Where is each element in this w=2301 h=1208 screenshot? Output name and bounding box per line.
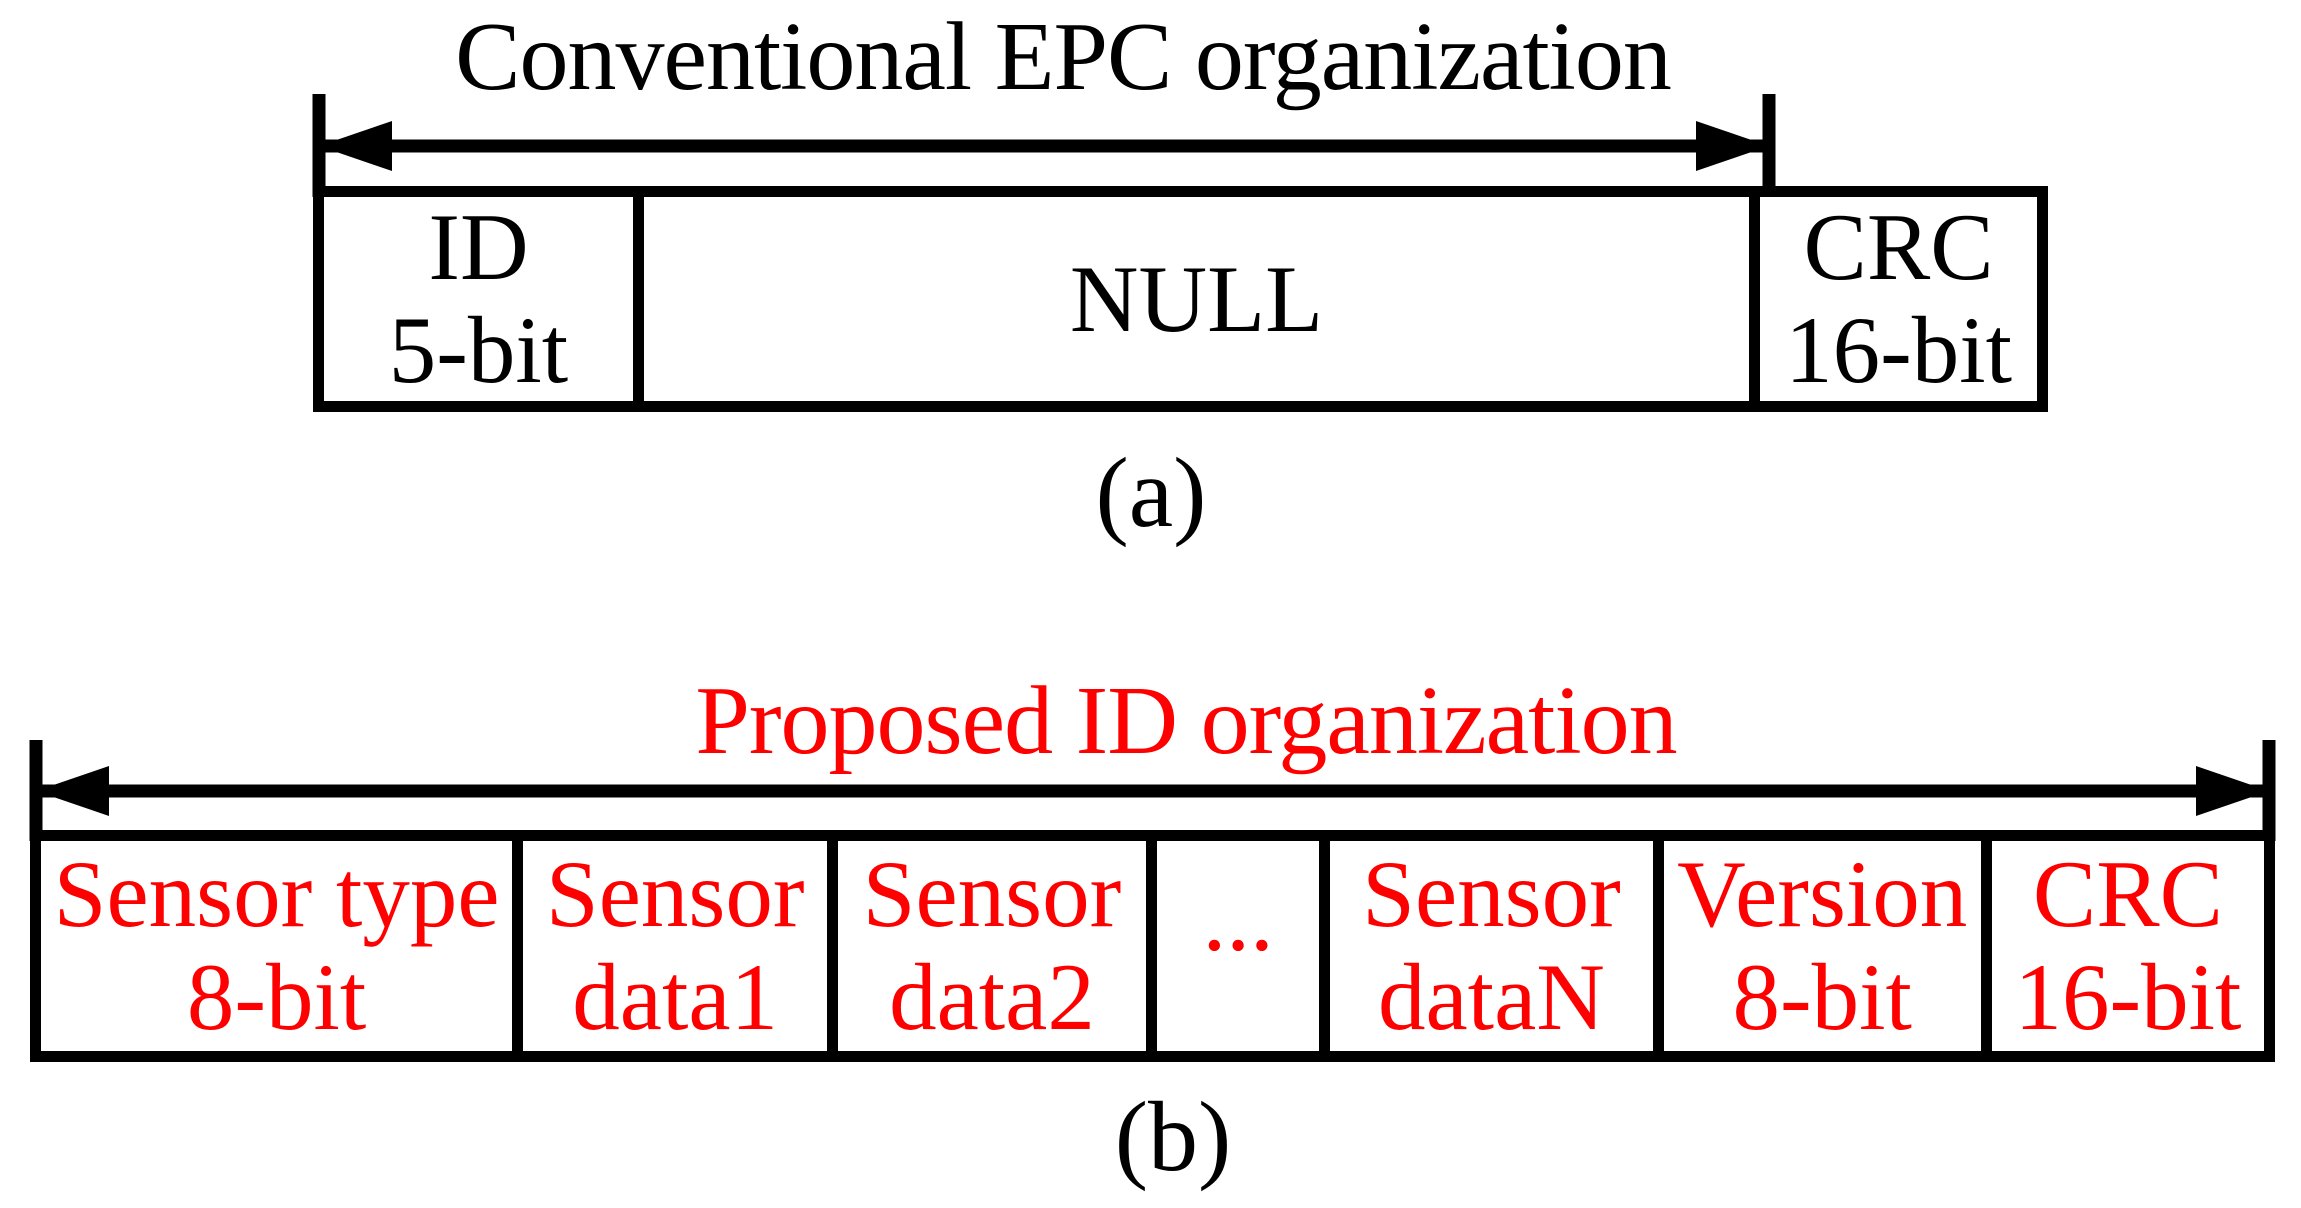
panel-a-bitfield-box: ID 5-bit NULL CRC 16-bit — [313, 186, 2048, 412]
cell-line: Sensor — [545, 841, 805, 948]
cell-line: NULL — [1069, 245, 1324, 352]
panel-a-caption: (a) — [1095, 437, 1207, 548]
cell-line: 8-bit — [1732, 944, 1912, 1050]
cell-line: 5-bit — [388, 297, 569, 401]
cell-line: Sensor — [1362, 841, 1621, 948]
cell-id-5bit: ID 5-bit — [324, 197, 633, 401]
cell-line: Version — [1677, 841, 1968, 948]
cell-line: 16-bit — [1785, 297, 2013, 401]
panel-b-arrowhead-right-icon — [2196, 766, 2269, 816]
cell-line: 16-bit — [2014, 944, 2242, 1050]
ellipsis-dots: ... — [1202, 864, 1274, 971]
panel-b-title: Proposed ID organization — [695, 667, 1677, 775]
cell-crc-16bit-b: CRC 16-bit — [1980, 841, 2264, 1051]
cell-line: Sensor — [862, 841, 1122, 948]
panel-a-title: Conventional EPC organization — [455, 3, 1672, 111]
cell-version-8bit: Version 8-bit — [1652, 841, 1981, 1051]
panel-b-arrowhead-left-icon — [36, 766, 109, 816]
cell-line: CRC — [2032, 841, 2223, 948]
cell-null: NULL — [632, 197, 1749, 401]
cell-sensor-dataN: Sensor dataN — [1319, 841, 1652, 1051]
cell-sensor-type-8bit: Sensor type 8-bit — [41, 841, 512, 1051]
cell-line: data1 — [572, 944, 779, 1050]
cell-crc-16bit: CRC 16-bit — [1749, 197, 2037, 401]
cell-sensor-data1: Sensor data1 — [512, 841, 827, 1051]
cell-line: 8-bit — [186, 944, 367, 1050]
cell-line: Sensor type — [53, 841, 500, 948]
cell-line: data2 — [889, 944, 1095, 1050]
panel-a-arrowhead-left-icon — [319, 121, 392, 171]
panel-b-bitfield-box: Sensor type 8-bit Sensor data1 Sensor da… — [30, 830, 2275, 1062]
cell-sensor-data2: Sensor data2 — [827, 841, 1146, 1051]
cell-line: dataN — [1378, 944, 1605, 1050]
panel-a-arrowhead-right-icon — [1696, 121, 1769, 171]
cell-line: ID — [428, 197, 529, 301]
cell-line: CRC — [1803, 197, 1994, 301]
panel-b-caption: (b) — [1114, 1081, 1232, 1192]
cell-ellipsis: ... — [1145, 841, 1320, 1051]
